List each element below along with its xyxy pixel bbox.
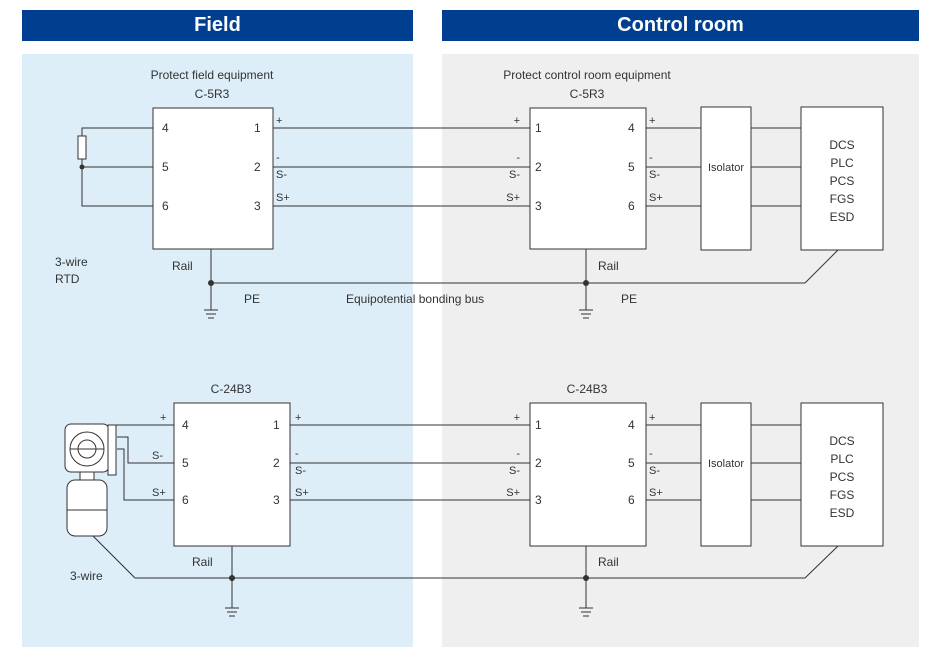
systems-list-top: DCS PLC PCS FGS ESD <box>829 138 854 224</box>
svg-text:4: 4 <box>628 418 635 432</box>
svg-text:S-: S- <box>152 450 163 462</box>
svg-text:S-: S- <box>295 465 306 477</box>
isolator-label-top: Isolator <box>708 162 744 174</box>
svg-text:+: + <box>514 115 520 127</box>
control-module-label: C-5R3 <box>570 87 605 101</box>
svg-text:6: 6 <box>182 493 189 507</box>
svg-text:+: + <box>649 115 655 127</box>
transmitter-wire-label: 3-wire <box>70 569 103 583</box>
isolator-bottom <box>700 402 752 547</box>
svg-text:S+: S+ <box>295 487 309 499</box>
svg-text:S+: S+ <box>506 487 520 499</box>
svg-text:2: 2 <box>273 456 280 470</box>
field-header: Field <box>22 10 413 41</box>
svg-text:ESD: ESD <box>830 210 855 224</box>
svg-text:S-: S- <box>276 169 287 181</box>
svg-text:S+: S+ <box>276 192 290 204</box>
svg-text:+: + <box>514 412 520 424</box>
svg-text:DCS: DCS <box>829 434 854 448</box>
svg-text:3: 3 <box>273 493 280 507</box>
svg-text:2: 2 <box>535 456 542 470</box>
svg-text:4: 4 <box>162 121 169 135</box>
field-module-label: C-5R3 <box>195 87 230 101</box>
svg-text:S-: S- <box>649 465 660 477</box>
svg-text:1: 1 <box>254 121 261 135</box>
svg-text:+: + <box>295 412 301 424</box>
svg-text:6: 6 <box>162 199 169 213</box>
svg-text:+: + <box>276 115 282 127</box>
svg-text:6: 6 <box>628 493 635 507</box>
svg-text:-: - <box>649 152 653 164</box>
svg-text:2: 2 <box>535 160 542 174</box>
rail-label-control-bottom: Rail <box>598 555 619 569</box>
rtd-label-2: RTD <box>55 272 80 286</box>
svg-text:S+: S+ <box>506 192 520 204</box>
systems-list-bottom: DCS PLC PCS FGS ESD <box>829 434 854 520</box>
svg-text:4: 4 <box>628 121 635 135</box>
svg-text:6: 6 <box>628 199 635 213</box>
svg-text:PLC: PLC <box>830 156 854 170</box>
svg-text:-: - <box>276 152 280 164</box>
svg-text:S-: S- <box>509 169 520 181</box>
isolator-top <box>700 106 752 251</box>
rail-label-control-top: Rail <box>598 259 619 273</box>
svg-text:S+: S+ <box>152 487 166 499</box>
svg-text:2: 2 <box>254 160 261 174</box>
control-module-top <box>529 107 647 250</box>
svg-text:1: 1 <box>535 121 542 135</box>
svg-text:+: + <box>649 412 655 424</box>
svg-text:3: 3 <box>535 199 542 213</box>
svg-text:PCS: PCS <box>830 174 855 188</box>
svg-text:FGS: FGS <box>830 192 855 206</box>
svg-text:5: 5 <box>162 160 169 174</box>
control-title: Protect control room equipment <box>503 68 671 82</box>
svg-text:+: + <box>160 412 166 424</box>
svg-text:-: - <box>295 448 299 460</box>
svg-text:FGS: FGS <box>830 488 855 502</box>
field-title: Protect field equipment <box>151 68 274 82</box>
svg-text:3: 3 <box>535 493 542 507</box>
svg-text:3: 3 <box>254 199 261 213</box>
control-room-header: Control room <box>442 10 919 41</box>
pe-label-field: PE <box>244 292 260 306</box>
svg-text:S-: S- <box>649 169 660 181</box>
pe-label-control: PE <box>621 292 637 306</box>
rtd-label-1: 3-wire <box>55 255 88 269</box>
svg-text:DCS: DCS <box>829 138 854 152</box>
field-module-bottom <box>173 402 291 547</box>
svg-text:ESD: ESD <box>830 506 855 520</box>
svg-text:5: 5 <box>628 160 635 174</box>
rail-label-field-top: Rail <box>172 259 193 273</box>
svg-text:S-: S- <box>509 465 520 477</box>
isolator-label-bottom: Isolator <box>708 458 744 470</box>
svg-text:S+: S+ <box>649 487 663 499</box>
svg-text:5: 5 <box>628 456 635 470</box>
svg-text:5: 5 <box>182 456 189 470</box>
systems-box-top <box>800 106 884 251</box>
rail-label-field-bottom: Rail <box>192 555 213 569</box>
field-module-label-bottom: C-24B3 <box>211 382 252 396</box>
svg-text:-: - <box>516 448 520 460</box>
svg-text:1: 1 <box>535 418 542 432</box>
transmitter-icon <box>64 423 117 537</box>
svg-text:-: - <box>649 448 653 460</box>
svg-text:4: 4 <box>182 418 189 432</box>
svg-text:S+: S+ <box>649 192 663 204</box>
control-module-label-bottom: C-24B3 <box>567 382 608 396</box>
rtd-resistor <box>77 135 87 160</box>
field-module-top <box>152 107 274 250</box>
svg-text:-: - <box>516 152 520 164</box>
systems-box-bottom <box>800 402 884 547</box>
control-module-bottom <box>529 402 647 547</box>
svg-text:PCS: PCS <box>830 470 855 484</box>
bus-label: Equipotential bonding bus <box>346 292 484 306</box>
svg-text:PLC: PLC <box>830 452 854 466</box>
svg-text:1: 1 <box>273 418 280 432</box>
